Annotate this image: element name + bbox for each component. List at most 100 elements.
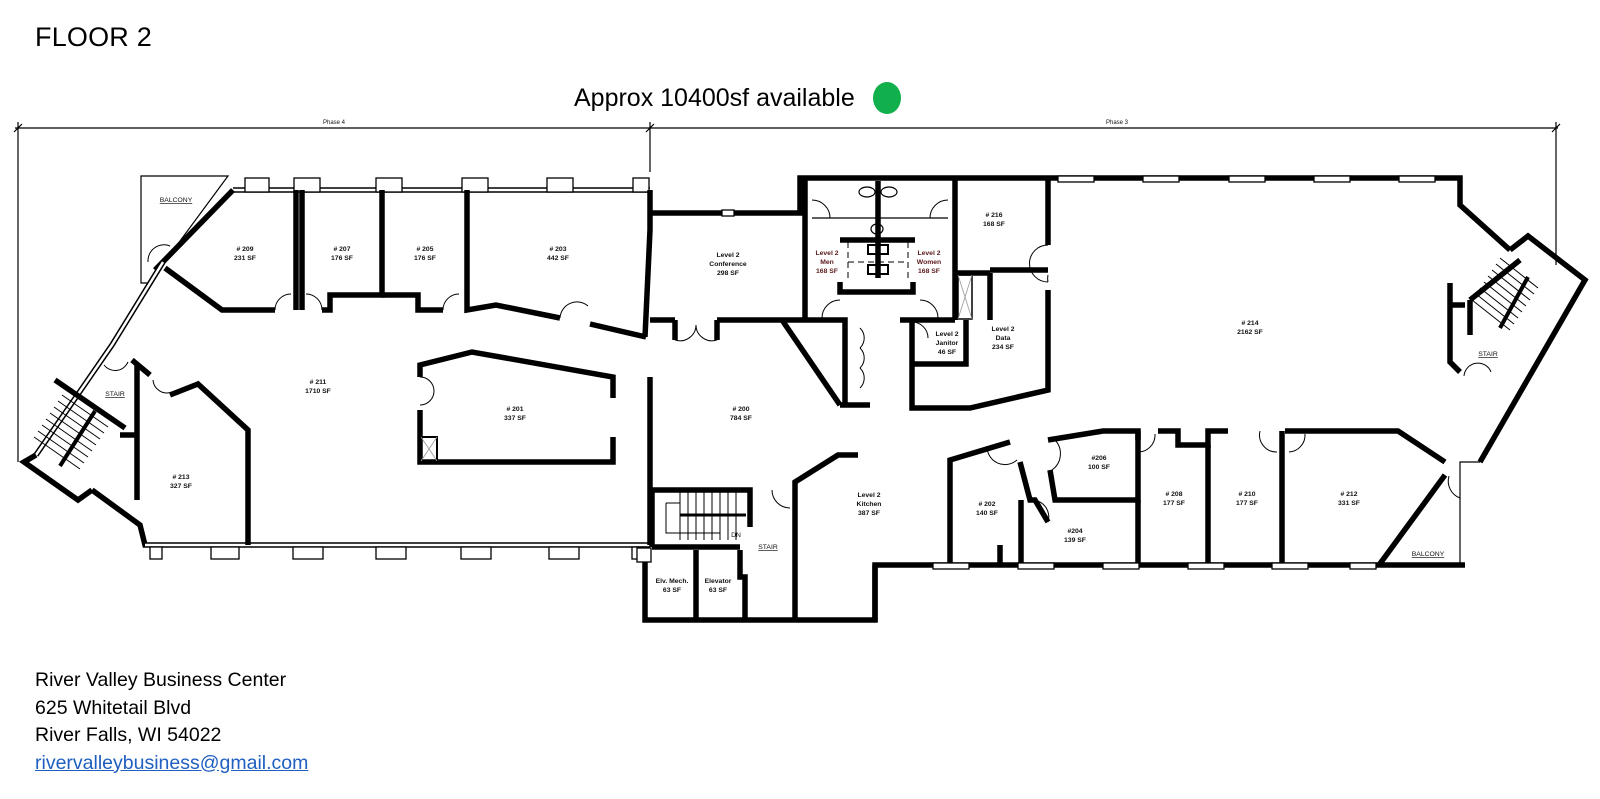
- svg-text:387 SF: 387 SF: [858, 510, 880, 517]
- svg-text:Level 2: Level 2: [815, 250, 838, 257]
- svg-text:# 205: # 205: [416, 246, 433, 253]
- svg-text:1710 SF: 1710 SF: [305, 388, 331, 395]
- green-status-dot-icon: [872, 82, 901, 114]
- svg-text:# 201: # 201: [506, 406, 523, 413]
- svg-text:Women: Women: [917, 259, 941, 266]
- svg-text:# 209: # 209: [236, 246, 253, 253]
- room-202: # 202 140 SF: [976, 501, 998, 517]
- stair-down-label: DN: [731, 532, 741, 539]
- room-214: # 214 2162 SF: [1237, 320, 1263, 336]
- svg-text:# 213: # 213: [172, 474, 189, 481]
- city-state-zip: River Falls, WI 54022: [35, 724, 222, 746]
- svg-text:234 SF: 234 SF: [992, 344, 1014, 351]
- room-206: #206 100 SF: [1088, 455, 1110, 471]
- svg-text:Elevator: Elevator: [705, 578, 732, 585]
- dimension-line: Phase 4 Phase 3: [13, 120, 1561, 462]
- room-conference: Level 2 Conference 298 SF: [709, 252, 747, 277]
- svg-text:# 211: # 211: [310, 379, 327, 386]
- room-205: # 205 176 SF: [414, 246, 436, 262]
- east-wing-walls: [932, 175, 1589, 570]
- svg-text:442 SF: 442 SF: [547, 255, 569, 262]
- svg-text:139 SF: 139 SF: [1064, 537, 1086, 544]
- svg-text:63 SF: 63 SF: [709, 587, 727, 594]
- room-203: # 203 442 SF: [547, 246, 569, 262]
- svg-text:# 202: # 202: [978, 501, 995, 508]
- email-link[interactable]: rivervalleybusiness@gmail.com: [35, 751, 309, 774]
- svg-text:176 SF: 176 SF: [414, 255, 436, 262]
- svg-text:# 203: # 203: [549, 246, 566, 253]
- floor-title: FLOOR 2: [35, 22, 152, 52]
- room-janitor: Level 2 Janitor 46 SF: [935, 331, 958, 356]
- svg-text:337 SF: 337 SF: [504, 415, 526, 422]
- svg-text:# 214: # 214: [1241, 320, 1258, 327]
- svg-text:Janitor: Janitor: [936, 340, 959, 347]
- room-212: # 212 331 SF: [1338, 491, 1360, 507]
- svg-text:Elv. Mech.: Elv. Mech.: [656, 578, 689, 585]
- svg-text:Men: Men: [820, 259, 834, 266]
- room-data: Level 2 Data 234 SF: [991, 326, 1014, 351]
- room-men: Level 2 Men 168 SF: [815, 250, 838, 275]
- svg-text:140 SF: 140 SF: [976, 510, 998, 517]
- svg-text:100 SF: 100 SF: [1088, 464, 1110, 471]
- street-address: 625 Whitetail Blvd: [35, 696, 192, 719]
- room-kitchen: Level 2 Kitchen 387 SF: [857, 492, 882, 517]
- svg-text:# 212: # 212: [1340, 491, 1357, 498]
- room-204: #204 139 SF: [1064, 528, 1086, 544]
- svg-text:# 200: # 200: [732, 406, 749, 413]
- svg-text:298 SF: 298 SF: [717, 270, 739, 277]
- room-211: # 211 1710 SF: [305, 379, 331, 395]
- svg-text:Level 2: Level 2: [716, 252, 739, 259]
- room-labels: # 209 231 SF # 207 176 SF # 205 176 SF #…: [105, 197, 1498, 594]
- room-200: # 200 784 SF: [730, 406, 752, 422]
- business-name: River Valley Business Center: [35, 669, 287, 691]
- svg-text:784 SF: 784 SF: [730, 415, 752, 422]
- svg-text:168 SF: 168 SF: [918, 268, 940, 275]
- svg-text:327 SF: 327 SF: [170, 483, 192, 490]
- svg-text:Data: Data: [996, 335, 1011, 342]
- svg-text:# 210: # 210: [1238, 491, 1255, 498]
- svg-text:2162 SF: 2162 SF: [1237, 329, 1263, 336]
- svg-text:168 SF: 168 SF: [816, 268, 838, 275]
- west-wing-walls: [18, 175, 653, 560]
- svg-text:Level 2: Level 2: [935, 331, 958, 338]
- svg-text:168 SF: 168 SF: [983, 221, 1005, 228]
- svg-text:# 208: # 208: [1165, 491, 1182, 498]
- contact-block: River Valley Business Center 625 Whiteta…: [35, 667, 308, 777]
- room-216: # 216 168 SF: [983, 212, 1005, 228]
- stair-west-label: STAIR: [105, 391, 125, 398]
- svg-text:#206: #206: [1091, 455, 1106, 462]
- stair-east-label: STAIR: [1478, 351, 1498, 358]
- room-201: # 201 337 SF: [504, 406, 526, 422]
- room-elevator: Elevator 63 SF: [705, 578, 732, 594]
- phase-4-label: Phase 4: [323, 120, 346, 126]
- svg-text:Level 2: Level 2: [917, 250, 940, 257]
- room-209: # 209 231 SF: [234, 246, 256, 262]
- svg-text:Conference: Conference: [709, 261, 747, 268]
- room-208: # 208 177 SF: [1163, 491, 1185, 507]
- svg-text:176 SF: 176 SF: [331, 255, 353, 262]
- center-core-walls: [636, 175, 1465, 623]
- balcony-se-label: BALCONY: [1412, 551, 1445, 558]
- svg-text:63 SF: 63 SF: [663, 587, 681, 594]
- svg-text:177 SF: 177 SF: [1163, 500, 1185, 507]
- availability-text: Approx 10400sf available: [574, 83, 855, 112]
- availability-banner: Approx 10400sf available: [574, 80, 901, 116]
- room-213: # 213 327 SF: [170, 474, 192, 490]
- svg-text:# 216: # 216: [985, 212, 1002, 219]
- svg-text:331 SF: 331 SF: [1338, 500, 1360, 507]
- svg-text:46 SF: 46 SF: [938, 349, 956, 356]
- phase-3-label: Phase 3: [1106, 120, 1129, 126]
- svg-text:Level 2: Level 2: [991, 326, 1014, 333]
- stair-center-label: STAIR: [758, 544, 778, 551]
- svg-text:Kitchen: Kitchen: [857, 501, 882, 508]
- room-207: # 207 176 SF: [331, 246, 353, 262]
- svg-text:#204: #204: [1067, 528, 1082, 535]
- svg-text:Level 2: Level 2: [857, 492, 880, 499]
- svg-text:# 207: # 207: [333, 246, 350, 253]
- room-210: # 210 177 SF: [1236, 491, 1258, 507]
- room-women: Level 2 Women 168 SF: [917, 250, 941, 275]
- room-elv-mech: Elv. Mech. 63 SF: [656, 578, 689, 594]
- svg-text:177 SF: 177 SF: [1236, 500, 1258, 507]
- balcony-nw-label: BALCONY: [160, 197, 193, 204]
